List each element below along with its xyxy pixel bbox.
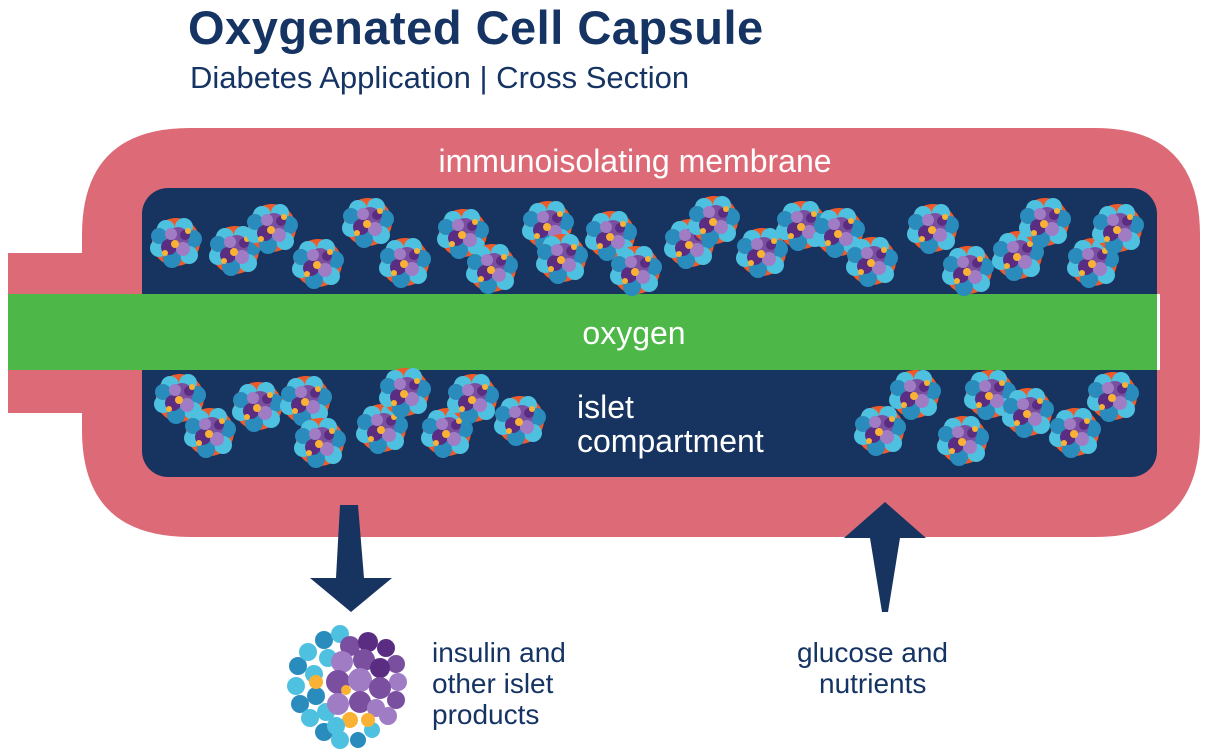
page-title: Oxygenated Cell Capsule [188,1,764,54]
compartment-label-line2: compartment [577,423,764,459]
output-label-line3: products [432,699,539,730]
oxygen-tube [8,294,1157,370]
down-arrow-icon [310,505,392,612]
compartment-label-line1: islet [577,389,634,425]
capsule-stub-top [8,253,88,294]
membrane-label: immunoisolating membrane [438,143,831,179]
oxygen-label: oxygen [582,315,685,351]
output-label-line1: insulin and [432,637,566,668]
up-arrow-icon [844,502,926,612]
page-subtitle: Diabetes Application | Cross Section [190,60,690,95]
capsule-stub-bottom [8,370,88,413]
output-label-line2: other islet [432,668,554,699]
input-label-line2: nutrients [819,668,926,699]
input-label-line1: glucose and [797,637,948,668]
islet-cell-cluster-icon [287,625,407,749]
